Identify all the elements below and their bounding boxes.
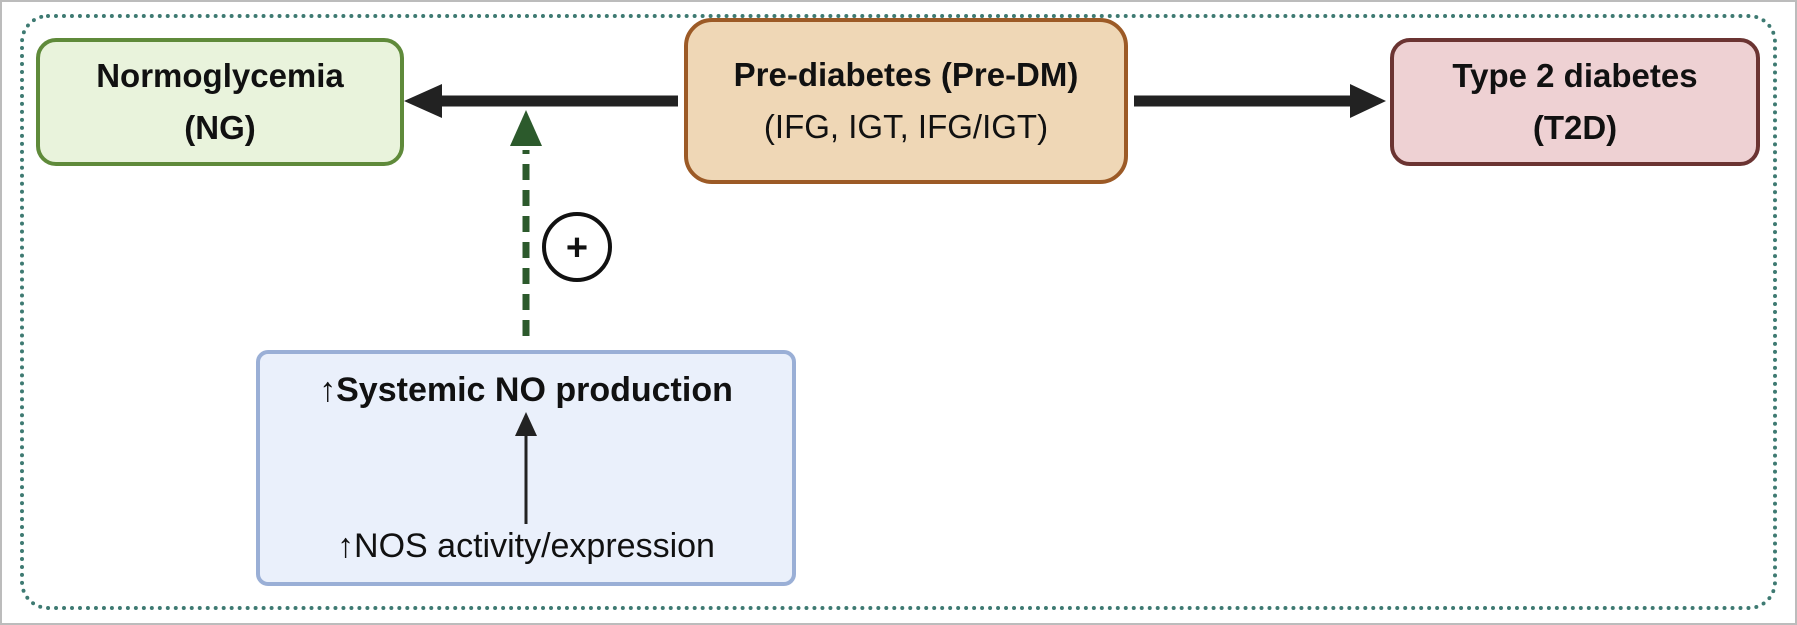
arrow-predm-to-ng-head xyxy=(404,84,442,118)
dashed-stimulation-arrow-head xyxy=(510,110,542,146)
prediabetes-subtypes: (IFG, IGT, IFG/IGT) xyxy=(763,108,1049,145)
normoglycemia-label: Normoglycemia xyxy=(96,57,344,94)
arrow-predm-to-t2d-head xyxy=(1350,84,1386,118)
type2-diabetes-abbrev: (T2D) xyxy=(1532,109,1618,146)
positive-effect-circle xyxy=(542,212,612,282)
prediabetes-box: Pre-diabetes (Pre-DM) (IFG, IGT, IFG/IGT… xyxy=(684,18,1128,184)
nos-activity-label: ↑NOS activity/expression xyxy=(337,527,715,565)
systemic-no-production-label: ↑Systemic NO production xyxy=(319,371,733,409)
normoglycemia-abbrev: (NG) xyxy=(184,109,256,146)
type2-diabetes-label: Type 2 diabetes xyxy=(1452,57,1698,94)
type2-diabetes-box: Type 2 diabetes (T2D) xyxy=(1390,38,1760,166)
prediabetes-label: Pre-diabetes (Pre-DM) xyxy=(733,56,1079,93)
positive-effect-sign: + xyxy=(566,227,588,269)
normoglycemia-box: Normoglycemia (NG) xyxy=(36,38,404,166)
nitric-oxide-box: ↑Systemic NO production ↑NOS activity/ex… xyxy=(256,350,796,586)
outer-dotted-border xyxy=(20,14,1777,610)
